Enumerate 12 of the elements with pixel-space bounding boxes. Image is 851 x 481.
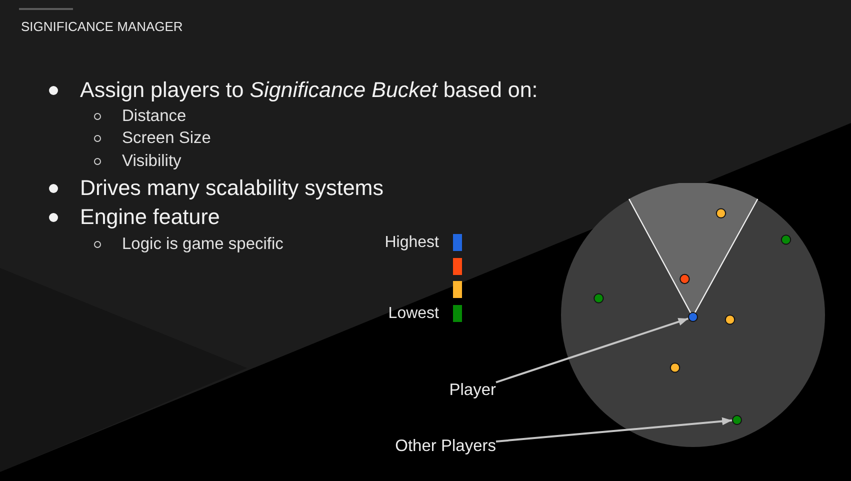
slide-title: SIGNIFICANCE MANAGER xyxy=(21,19,183,35)
list-item-text: Distance xyxy=(122,106,186,127)
list-item-text: Screen Size xyxy=(122,128,211,149)
list-item-text: Drives many scalability systems xyxy=(80,175,384,202)
list-item-text: Visibility xyxy=(122,151,182,172)
legend-label: Highest xyxy=(384,234,439,251)
list-item-text: Engine feature xyxy=(80,204,220,231)
list-item-text: Assign players to Significance Bucket based on: xyxy=(80,77,538,104)
list-item-text: Logic is game specific xyxy=(122,234,284,255)
callout-label: Player xyxy=(449,380,496,400)
callout-label: Other Players xyxy=(395,436,496,456)
legend-label: Lowest xyxy=(388,304,439,322)
